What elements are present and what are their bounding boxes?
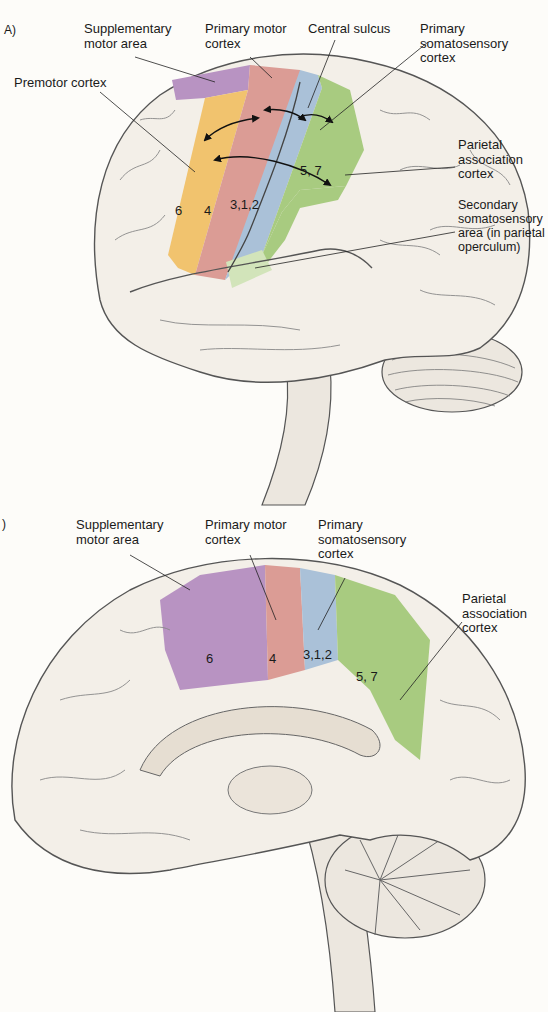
connection-arrow (215, 157, 330, 185)
region-label: Supplementary motor area (84, 22, 184, 51)
region-label: Parietal association cortex (458, 138, 542, 182)
region-label: Central sulcus (308, 22, 390, 37)
leader-lines (100, 40, 455, 268)
lateral-sulcus (130, 249, 372, 292)
callout-number: 6 (175, 204, 182, 219)
leader-lines (130, 555, 462, 700)
panel-label: A) (4, 24, 16, 37)
callout-number: 5, 7 (300, 164, 322, 179)
medial-hemisphere-outline (12, 559, 525, 874)
callout-number: 3,1,2 (230, 198, 259, 213)
region-label: Primary somatosensory cortex (318, 518, 418, 562)
region-label: Parietal association cortex (462, 592, 546, 636)
region-label: Primary motor cortex (205, 518, 297, 547)
thalamus (228, 766, 312, 814)
region-label: Primary somatosensory cortex (420, 22, 520, 66)
secondary-somatosensory-region (226, 250, 272, 288)
callout-number: 3,1,2 (303, 648, 332, 663)
primary-motor-region (265, 565, 305, 680)
gyri-lines (40, 627, 510, 840)
callout-number: 6 (206, 652, 213, 667)
primary-somatosensory-region (300, 568, 338, 670)
corpus-callosum (140, 707, 380, 776)
brainstem (262, 365, 331, 505)
callout-number: 5, 7 (356, 670, 378, 685)
panel-label: ) (2, 518, 6, 531)
region-label: Supplementary motor area (76, 518, 176, 547)
callout-number: 4 (269, 652, 276, 667)
supplementary-motor-region (160, 565, 268, 690)
cerebellar-folia (388, 354, 518, 406)
region-label: Premotor cortex (14, 76, 106, 91)
gyri-lines (115, 110, 510, 350)
central-sulcus-line (228, 82, 300, 272)
connection-arrow (265, 109, 305, 120)
region-label: Secondary somatosensory area (in parieta… (458, 198, 546, 254)
parietal-association-region (262, 186, 346, 262)
connection-arrow (205, 118, 258, 140)
connection-arrow (298, 115, 332, 122)
region-label: Primary motor cortex (205, 22, 297, 51)
callout-number: 4 (204, 204, 211, 219)
